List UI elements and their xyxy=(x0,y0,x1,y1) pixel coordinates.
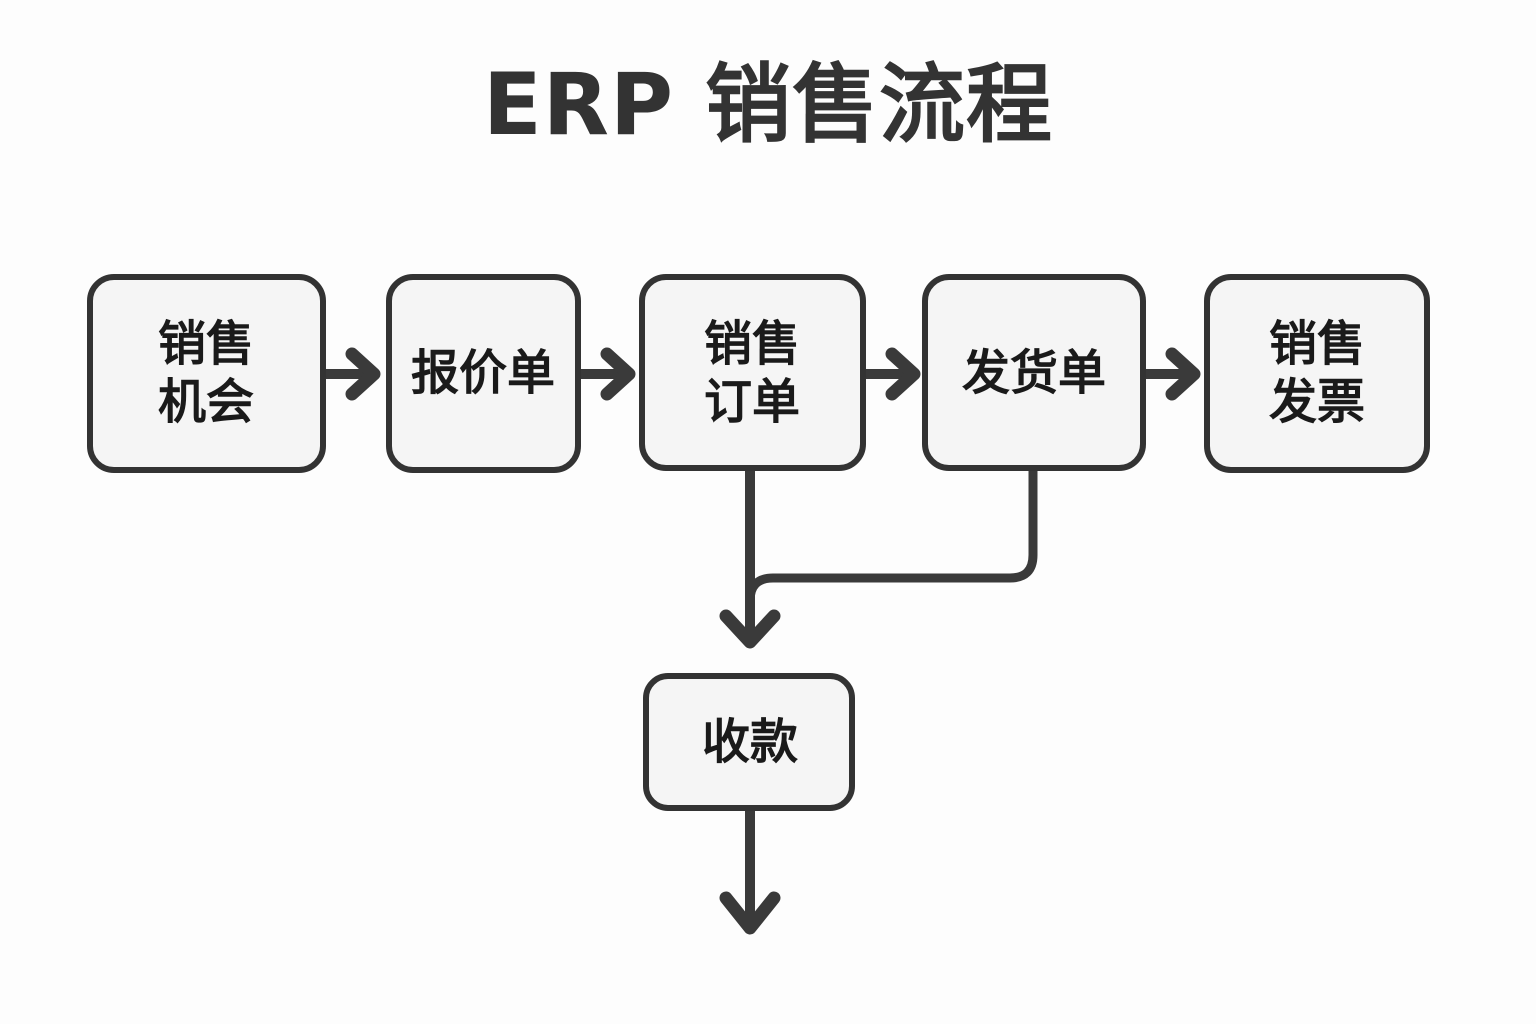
node-sales-order[interactable]: 销售 订单 xyxy=(639,274,866,471)
node-payment[interactable]: 收款 xyxy=(643,673,855,811)
node-sales-order-shape[interactable] xyxy=(639,274,866,471)
edge-opportunity-to-quotation xyxy=(326,347,381,401)
node-sales-order-label-line1: 销售 xyxy=(704,316,800,372)
edge-sales-order-to-delivery xyxy=(866,347,921,401)
node-delivery-shape[interactable] xyxy=(922,274,1146,471)
node-payment-shape[interactable] xyxy=(643,673,855,811)
node-opportunity-label-line2: 机会 xyxy=(158,374,254,430)
node-payment-label-line1: 收款 xyxy=(702,714,798,770)
node-opportunity[interactable]: 销售 机会 xyxy=(87,274,326,473)
node-invoice-label-line2: 发票 xyxy=(1269,374,1365,430)
node-invoice-shape[interactable] xyxy=(1204,274,1430,473)
node-opportunity-shape[interactable] xyxy=(87,274,326,473)
page-title: ERP 销售流程 xyxy=(483,55,1053,155)
edge-delivery-to-payment xyxy=(745,468,1038,624)
node-sales-order-label-line2: 订单 xyxy=(704,374,800,430)
node-opportunity-label-line1: 销售 xyxy=(158,316,254,372)
node-invoice-label-line1: 销售 xyxy=(1269,316,1365,372)
edge-quotation-to-sales-order xyxy=(581,347,636,401)
node-delivery-label-line1: 发货单 xyxy=(962,345,1106,401)
edge-delivery-to-invoice xyxy=(1146,347,1201,401)
edge-sales-order-to-payment xyxy=(719,468,781,649)
node-quotation-shape[interactable] xyxy=(386,274,581,473)
node-invoice[interactable]: 销售 发票 xyxy=(1204,274,1430,473)
node-delivery[interactable]: 发货单 xyxy=(922,274,1146,471)
edge-payment-outgoing xyxy=(719,808,781,935)
node-quotation[interactable]: 报价单 xyxy=(386,274,581,473)
node-quotation-label-line1: 报价单 xyxy=(411,345,555,401)
